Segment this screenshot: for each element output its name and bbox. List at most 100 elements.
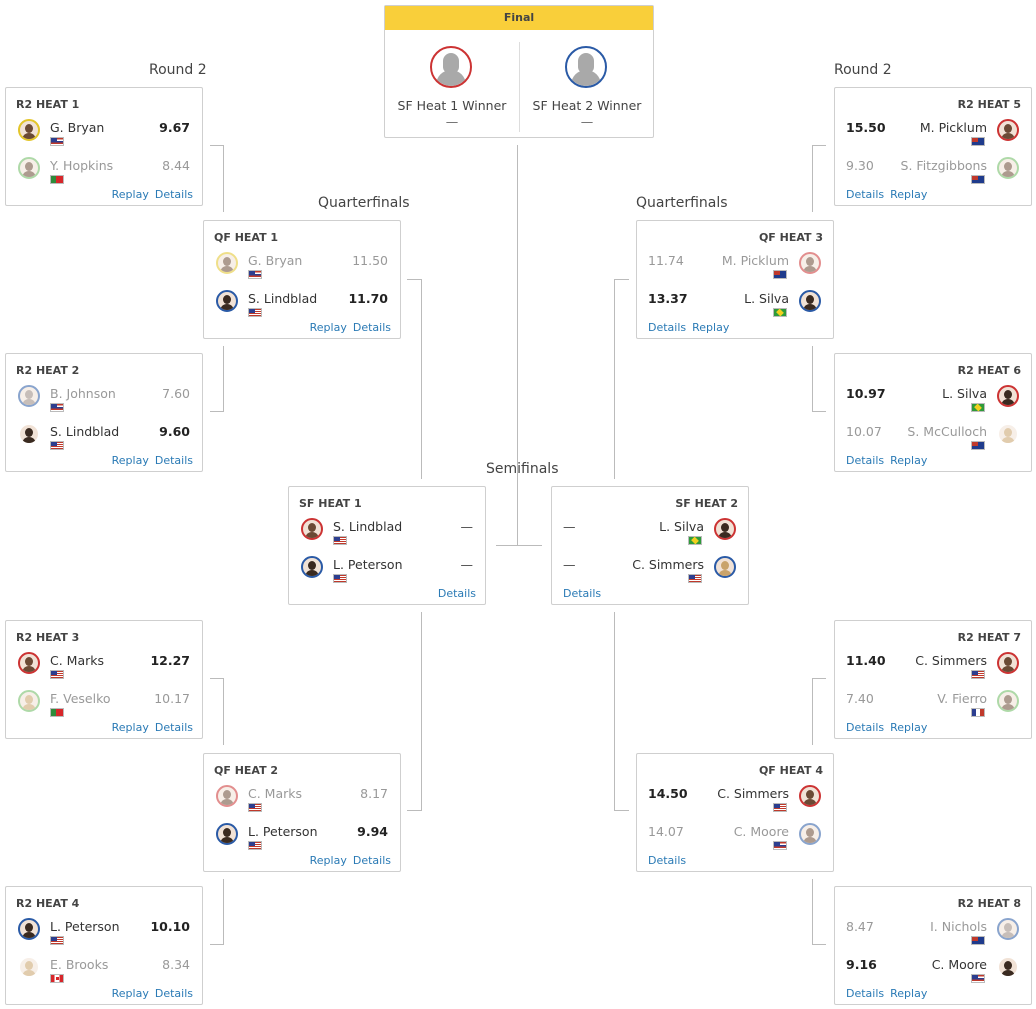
heat-title: R2 HEAT 6	[957, 364, 1021, 377]
details-link[interactable]: Details	[154, 188, 193, 201]
competitor-name: S. Lindblad	[50, 424, 120, 439]
round2-label-left: Round 2	[149, 62, 207, 78]
competitor-row[interactable]: 8.47 I. Nichols	[835, 918, 1031, 950]
competitor-row[interactable]: L. Peterson 9.94	[204, 823, 400, 855]
flag-icon	[50, 670, 64, 679]
competitor-row[interactable]: 10.07 S. McCulloch	[835, 423, 1031, 455]
details-link[interactable]: Details	[648, 321, 687, 334]
heat-card-r2h7[interactable]: R2 HEAT 7 11.40 C. Simmers 7.40 V. Fierr…	[834, 620, 1032, 739]
surfer-avatar-icon	[216, 290, 238, 312]
heat-card-r2h2[interactable]: R2 HEAT 2 B. Johnson 7.60 S. Lindblad 9.…	[5, 353, 203, 472]
replay-link[interactable]: Replay	[890, 721, 928, 734]
details-link[interactable]: Details	[154, 454, 193, 467]
competitor-row[interactable]: L. Peterson —	[289, 556, 485, 588]
replay-link[interactable]: Replay	[890, 454, 928, 467]
replay-link[interactable]: Replay	[111, 188, 149, 201]
competitor-row[interactable]: C. Marks 12.27	[6, 652, 202, 684]
competitor-row[interactable]: 15.50 M. Picklum	[835, 119, 1031, 151]
competitor-score: 11.40	[846, 653, 886, 668]
flag-icon	[50, 441, 64, 450]
heat-title: R2 HEAT 1	[16, 98, 80, 111]
heat-card-qf1[interactable]: QF HEAT 1 G. Bryan 11.50 S. Lindblad 11.…	[203, 220, 401, 339]
surfer-avatar-icon	[997, 690, 1019, 712]
competitor-row[interactable]: — C. Simmers	[552, 556, 748, 588]
heat-card-r2h3[interactable]: R2 HEAT 3 C. Marks 12.27 F. Veselko 10.1…	[5, 620, 203, 739]
heat-card-qf3[interactable]: QF HEAT 3 11.74 M. Picklum 13.37 L. Silv…	[636, 220, 834, 339]
details-link[interactable]: Details	[154, 721, 193, 734]
surfer-avatar-icon	[216, 785, 238, 807]
replay-link[interactable]: Replay	[692, 321, 730, 334]
details-link[interactable]: Details	[846, 721, 885, 734]
replay-link[interactable]: Replay	[111, 987, 149, 1000]
heat-card-r2h1[interactable]: R2 HEAT 1 G. Bryan 9.67 Y. Hopkins 8.44 …	[5, 87, 203, 206]
competitor-row[interactable]: — L. Silva	[552, 518, 748, 550]
competitor-score: 12.27	[150, 653, 190, 668]
competitor-row[interactable]: E. Brooks 8.34	[6, 956, 202, 988]
competitor-row[interactable]: 13.37 L. Silva	[637, 290, 833, 322]
competitor-row[interactable]: 11.40 C. Simmers	[835, 652, 1031, 684]
replay-link[interactable]: Replay	[890, 987, 928, 1000]
heat-title: QF HEAT 4	[758, 764, 823, 777]
competitor-name: C. Marks	[248, 786, 303, 801]
details-link[interactable]: Details	[154, 987, 193, 1000]
details-link[interactable]: Details	[437, 587, 476, 600]
details-link[interactable]: Details	[352, 854, 391, 867]
details-link[interactable]: Details	[846, 987, 885, 1000]
competitor-score: 10.10	[150, 919, 190, 934]
competitor-name: E. Brooks	[50, 957, 109, 972]
competitor-row[interactable]: S. Lindblad 11.70	[204, 290, 400, 322]
competitor-row[interactable]: S. Lindblad 9.60	[6, 423, 202, 455]
heat-card-sf1[interactable]: SF HEAT 1 S. Lindblad — L. Peterson — De…	[288, 486, 486, 605]
competitor-row[interactable]: S. Lindblad —	[289, 518, 485, 550]
flag-icon	[971, 441, 985, 450]
replay-link[interactable]: Replay	[309, 321, 347, 334]
replay-link[interactable]: Replay	[111, 454, 149, 467]
flag-icon	[971, 175, 985, 184]
heat-card-qf2[interactable]: QF HEAT 2 C. Marks 8.17 L. Peterson 9.94…	[203, 753, 401, 872]
competitor-score: 9.67	[159, 120, 190, 135]
flag-icon	[248, 841, 262, 850]
competitor-name: I. Nichols	[930, 919, 987, 934]
surfer-avatar-icon	[799, 823, 821, 845]
competitor-row[interactable]: F. Veselko 10.17	[6, 690, 202, 722]
final-card[interactable]: Final SF Heat 1 Winner — SF Heat 2 Winne…	[384, 5, 654, 138]
heat-card-sf2[interactable]: SF HEAT 2 — L. Silva — C. Simmers Detail…	[551, 486, 749, 605]
competitor-row[interactable]: 7.40 V. Fierro	[835, 690, 1031, 722]
competitor-row[interactable]: 14.07 C. Moore	[637, 823, 833, 855]
flag-icon	[773, 841, 787, 850]
details-link[interactable]: Details	[846, 188, 885, 201]
heat-card-r2h8[interactable]: R2 HEAT 8 8.47 I. Nichols 9.16 C. Moore …	[834, 886, 1032, 1005]
competitor-row[interactable]: B. Johnson 7.60	[6, 385, 202, 417]
competitor-row[interactable]: G. Bryan 9.67	[6, 119, 202, 151]
competitor-row[interactable]: 14.50 C. Simmers	[637, 785, 833, 817]
competitor-row[interactable]: Y. Hopkins 8.44	[6, 157, 202, 189]
details-link[interactable]: Details	[648, 854, 687, 867]
heat-card-r2h5[interactable]: R2 HEAT 5 15.50 M. Picklum 9.30 S. Fitzg…	[834, 87, 1032, 206]
replay-link[interactable]: Replay	[111, 721, 149, 734]
competitor-row[interactable]: 9.30 S. Fitzgibbons	[835, 157, 1031, 189]
competitor-row[interactable]: 10.97 L. Silva	[835, 385, 1031, 417]
heat-title: SF HEAT 2	[675, 497, 738, 510]
competitor-row[interactable]: G. Bryan 11.50	[204, 252, 400, 284]
competitor-score: 11.70	[348, 291, 388, 306]
competitor-name: G. Bryan	[50, 120, 105, 135]
competitor-row[interactable]: C. Marks 8.17	[204, 785, 400, 817]
competitor-row[interactable]: 9.16 C. Moore	[835, 956, 1031, 988]
heat-card-qf4[interactable]: QF HEAT 4 14.50 C. Simmers 14.07 C. Moor…	[636, 753, 834, 872]
flag-icon	[971, 974, 985, 983]
replay-link[interactable]: Replay	[309, 854, 347, 867]
details-link[interactable]: Details	[846, 454, 885, 467]
competitor-row[interactable]: 11.74 M. Picklum	[637, 252, 833, 284]
heat-card-r2h6[interactable]: R2 HEAT 6 10.97 L. Silva 10.07 S. McCull…	[834, 353, 1032, 472]
competitor-row[interactable]: L. Peterson 10.10	[6, 918, 202, 950]
replay-link[interactable]: Replay	[890, 188, 928, 201]
details-link[interactable]: Details	[352, 321, 391, 334]
surfer-avatar-icon	[18, 423, 40, 445]
heat-card-r2h4[interactable]: R2 HEAT 4 L. Peterson 10.10 E. Brooks 8.…	[5, 886, 203, 1005]
surfer-avatar-icon	[997, 918, 1019, 940]
heat-title: R2 HEAT 5	[957, 98, 1021, 111]
flag-icon	[971, 670, 985, 679]
flag-icon	[971, 403, 985, 412]
details-link[interactable]: Details	[563, 587, 602, 600]
final-title: Final	[385, 6, 653, 30]
